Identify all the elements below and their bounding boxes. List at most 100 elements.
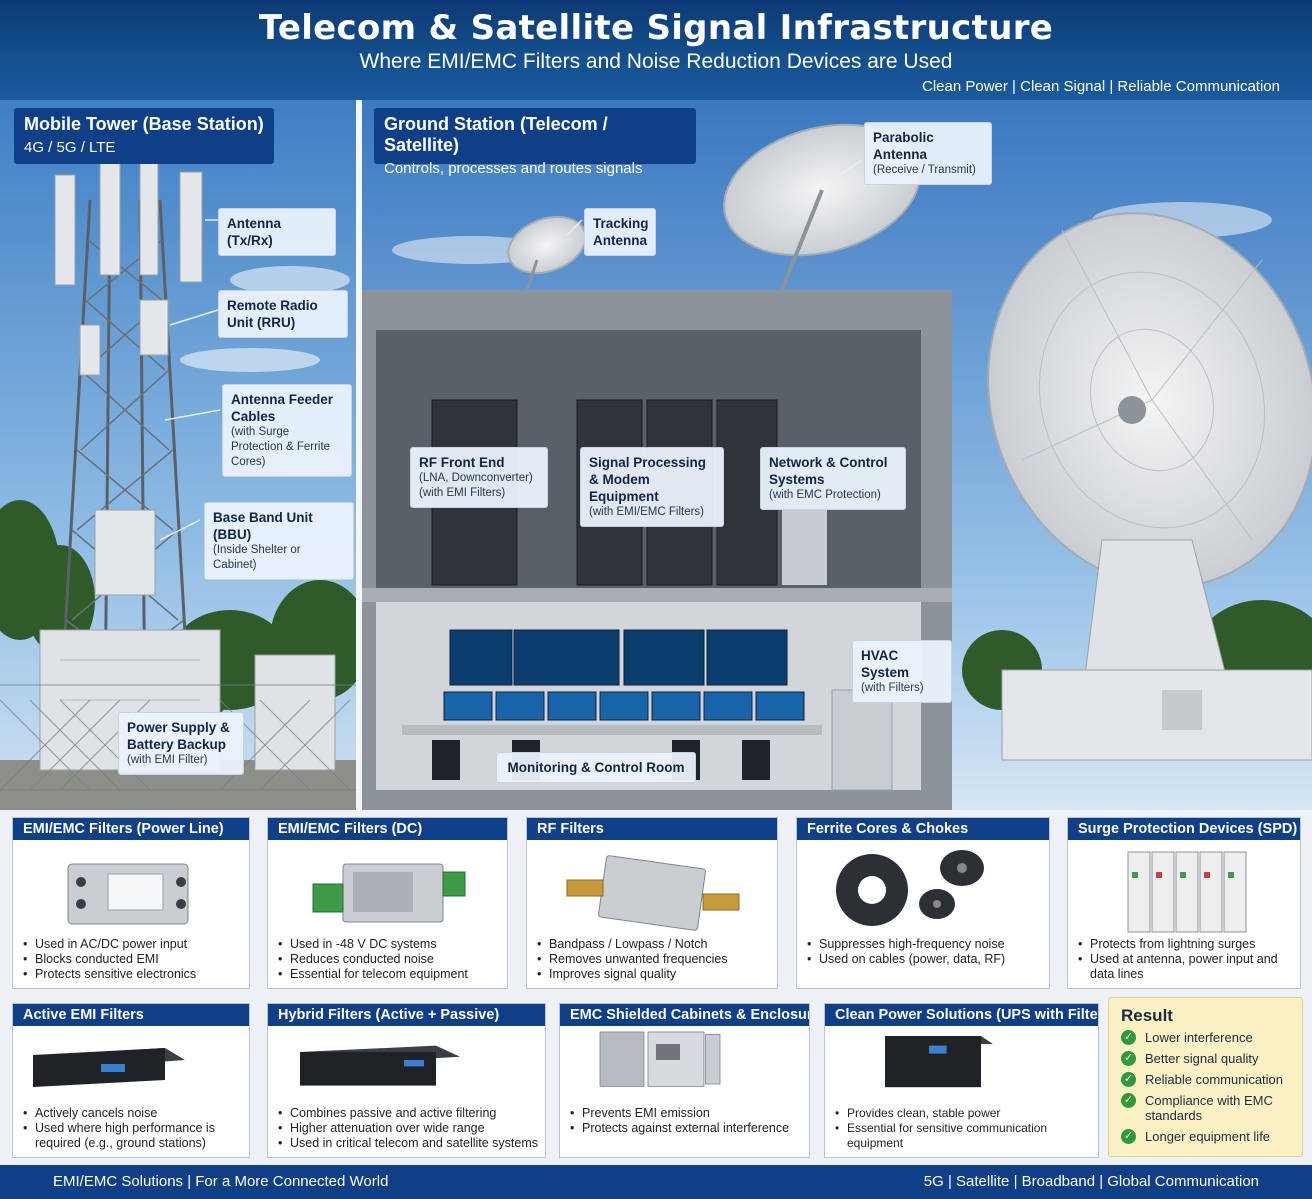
bullet: Removes unwanted frequencies [537,952,771,967]
header-tagline: Clean Power | Clean Signal | Reliable Co… [922,78,1280,95]
card-dc-filter: EMI/EMC Filters (DC) Used in -48 V DC sy… [267,817,508,989]
mobile-tower-title: Mobile Tower (Base Station) [24,114,264,134]
result-item: ✓ Reliable communication [1121,1072,1290,1087]
bullet: Used on cables (power, data, RF) [807,952,1043,967]
ground-station-title: Ground Station (Telecom / Satellite) [384,114,608,155]
callout-hvac-system: HVAC System (with Filters) [852,640,952,703]
callout-parabolic-antenna-label: Parabolic Antenna [873,130,934,162]
card-rf-filter: RF Filters Bandpass / Lowpass / Notch Re… [526,817,778,989]
callout-power-supply-note: (with EMI Filter) [127,754,208,766]
card-ups-clean-power-title: Clean Power Solutions (UPS with Filters) [825,1004,1098,1026]
callout-bbu: Base Band Unit (BBU) (Inside Shelter or … [204,502,354,580]
mobile-tower-subtitle: 4G / 5G / LTE [24,139,116,156]
callout-antenna-txrx-label: Antenna (Tx/Rx) [227,216,281,248]
result-item-label: Longer equipment life [1145,1129,1271,1144]
active-filter-icon [32,1048,185,1087]
card-power-line-filter-title: EMI/EMC Filters (Power Line) [13,818,249,840]
bullet: Actively cancels noise [23,1106,243,1121]
ferrite-core-icon [836,850,984,926]
surge-protector-icon [1127,851,1247,933]
callout-feeder-cables-note: (with Surge Protection & Ferrite Cores) [231,426,331,468]
bullet: Protects from lightning surges [1078,937,1294,952]
callout-rf-front-end-note: (LNA, Downconverter) (with EMI Filters) [419,472,533,499]
card-surge-protection-bullets: Protects from lightning surges Used at a… [1078,937,1294,982]
dc-filter-icon [312,863,466,923]
card-ferrite-cores-title: Ferrite Cores & Chokes [797,818,1049,840]
card-hybrid-filter-bullets: Combines passive and active filtering Hi… [278,1106,539,1151]
mobile-tower-panel-title: Mobile Tower (Base Station) 4G / 5G / LT… [14,108,274,164]
mobile-tower-scene: Mobile Tower (Base Station) 4G / 5G / LT… [0,100,356,810]
card-active-emi-filter-bullets: Actively cancels noise Used where high p… [23,1106,243,1151]
shielded-cabinet-icon [599,1031,721,1087]
callout-power-supply-label: Power Supply & Battery Backup [127,720,230,752]
card-dc-filter-bullets: Used in -48 V DC systems Reduces conduct… [278,937,501,982]
bullet: Used at antenna, power input and data li… [1078,952,1294,982]
callout-signal-processing: Signal Processing & Modem Equipment (wit… [580,447,724,527]
result-title: Result [1121,1006,1173,1025]
bullet: Improves signal quality [537,967,771,982]
footer-bar: EMI/EMC Solutions | For a More Connected… [0,1165,1312,1199]
bullet: Blocks conducted EMI [23,952,243,967]
bullet: Protects against external interference [570,1121,803,1136]
bullet: Higher attenuation over wide range [278,1121,539,1136]
ground-station-subtitle: Controls, processes and routes signals [384,160,643,177]
card-surge-protection: Surge Protection Devices (SPD) Protects … [1067,817,1301,989]
power-line-filter-icon [67,863,189,925]
ground-station-illustration [362,100,1312,810]
callout-rru-label: Remote Radio Unit (RRU) [227,298,318,330]
callout-rf-front-end: RF Front End (LNA, Downconverter) (with … [410,447,548,508]
result-item-label: Better signal quality [1145,1051,1259,1066]
result-item-label: Lower interference [1145,1030,1253,1045]
card-ferrite-cores: Ferrite Cores & Chokes Suppresses high-f… [796,817,1050,989]
bullet: Prevents EMI emission [570,1106,803,1121]
card-power-line-filter-bullets: Used in AC/DC power input Blocks conduct… [23,937,243,982]
callout-tracking-antenna-label: Tracking Antenna [593,216,649,248]
callout-rf-front-end-label: RF Front End [419,455,505,470]
bullet: Provides clean, stable power [835,1106,1092,1121]
result-item-label: Compliance with EMC standards [1145,1093,1273,1123]
card-active-emi-filter-title: Active EMI Filters [13,1004,249,1026]
bullet: Essential for telecom equipment [278,967,501,982]
bullet: Essential for sensitive communication eq… [835,1121,1092,1151]
card-surge-protection-title: Surge Protection Devices (SPD) [1068,818,1300,840]
check-icon: ✓ [1121,1072,1136,1087]
card-hybrid-filter-title: Hybrid Filters (Active + Passive) [268,1004,545,1026]
footer-right-text: 5G | Satellite | Broadband | Global Comm… [923,1173,1259,1190]
bullet: Bandpass / Lowpass / Notch [537,937,771,952]
card-power-line-filter: EMI/EMC Filters (Power Line) Used in AC/… [12,817,250,989]
callout-monitoring-room: Monitoring & Control Room [496,752,696,783]
scene-divider [356,100,362,810]
bullet: Used in AC/DC power input [23,937,243,952]
check-icon: ✓ [1121,1051,1136,1066]
callout-signal-processing-label: Signal Processing & Modem Equipment [589,455,707,504]
callout-antenna-txrx: Antenna (Tx/Rx) [218,208,336,256]
card-active-emi-filter: Active EMI Filters Actively cancels nois… [12,1003,250,1158]
result-item-label: Reliable communication [1145,1072,1284,1087]
hybrid-filter-icon [299,1045,460,1086]
footer-left-text: EMI/EMC Solutions | For a More Connected… [53,1173,389,1190]
card-shielded-cabinet-title: EMC Shielded Cabinets & Enclosures [560,1004,809,1026]
result-item: ✓ Longer equipment life [1121,1129,1290,1144]
callout-hvac-system-label: HVAC System [861,648,910,680]
result-box: Result ✓Lower interference ✓Better signa… [1108,997,1303,1157]
card-rf-filter-title: RF Filters [527,818,777,840]
bullet: Used in critical telecom and satellite s… [278,1136,539,1151]
callout-signal-processing-note: (with EMI/EMC Filters) [589,506,704,518]
callout-rru: Remote Radio Unit (RRU) [218,290,348,338]
callout-network-control-note: (with EMC Protection) [769,489,881,501]
callout-bbu-note: (Inside Shelter or Cabinet) [213,544,301,571]
callout-network-control: Network & Control Systems (with EMC Prot… [760,447,906,510]
rf-filter-icon [566,855,740,931]
card-ups-clean-power-bullets: Provides clean, stable power Essential f… [835,1106,1092,1151]
bullet: Protects sensitive electronics [23,967,243,982]
callout-parabolic-antenna: Parabolic Antenna (Receive / Transmit) [864,122,992,185]
result-item: ✓ Better signal quality [1121,1051,1290,1066]
bullet: Used in -48 V DC systems [278,937,501,952]
callout-power-supply: Power Supply & Battery Backup (with EMI … [118,712,244,775]
check-icon: ✓ [1121,1129,1136,1144]
card-ups-clean-power: Clean Power Solutions (UPS with Filters)… [824,1003,1099,1158]
result-item: ✓Lower interference [1121,1030,1290,1045]
ups-icon [885,1036,993,1088]
callout-feeder-cables: Antenna Feeder Cables (with Surge Protec… [222,384,352,477]
bullet: Combines passive and active filtering [278,1106,539,1121]
